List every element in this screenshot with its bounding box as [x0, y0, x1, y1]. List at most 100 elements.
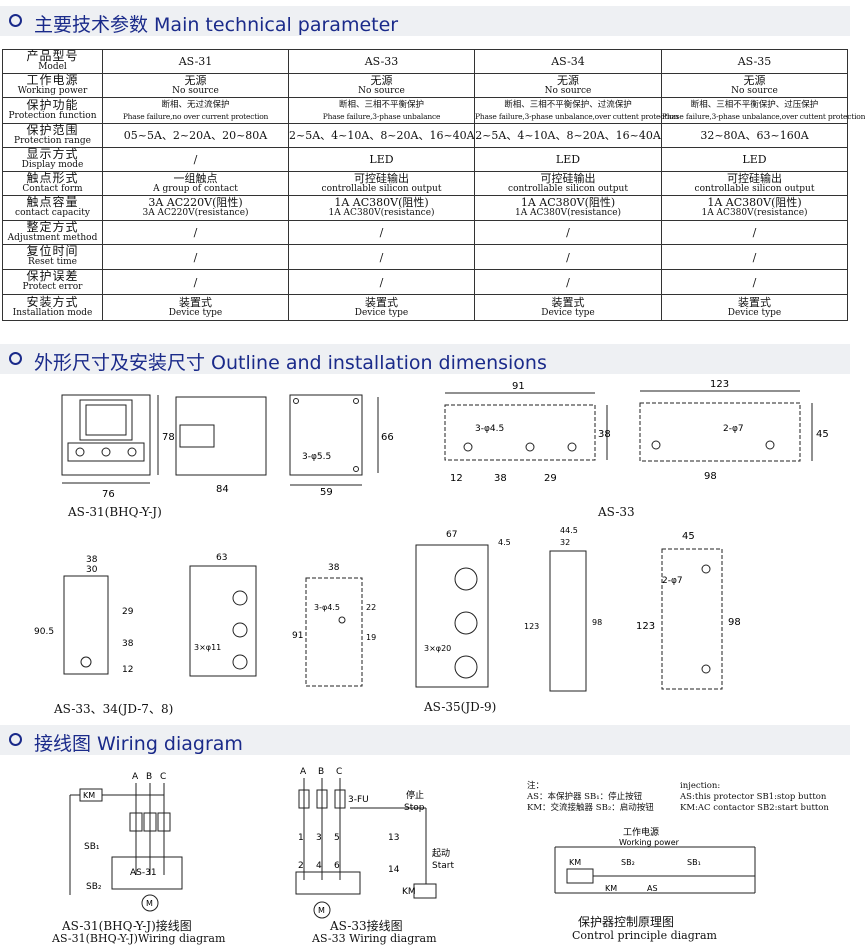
row-label-cn: 保护误差 — [26, 269, 79, 283]
cell-cn: 无源 — [184, 73, 207, 87]
row-label-en: Reset time — [28, 257, 77, 267]
sb2-label: SB₂ — [621, 858, 635, 867]
terminal-label: 14 — [388, 865, 400, 875]
phase-label: A — [300, 767, 307, 777]
section-title: 外形尺寸及安装尺寸 Outline and installation dimen… — [34, 352, 547, 374]
power-label: Working power — [619, 838, 680, 847]
cell-cn: 3A AC220V(阻性) — [148, 196, 243, 209]
dim-label: 63 — [216, 553, 227, 563]
cell-cn: 可控硅输出 — [727, 171, 782, 185]
table-cell: 32~80A、63~160A — [661, 123, 848, 148]
dim-label: 90.5 — [34, 627, 54, 637]
dim-label: 98 — [592, 618, 602, 627]
cell-cn: 断相、三相不平衡保护 — [338, 99, 424, 110]
cell-cn: / — [193, 275, 198, 289]
cell-cn: 断相、三相不平衡保护、过流保护 — [504, 99, 632, 110]
cell-cn: AS-35 — [737, 55, 772, 68]
terminal-label: 13 — [388, 833, 399, 843]
cell-cn: / — [379, 226, 384, 239]
stop-label: 停止 — [406, 789, 424, 801]
dim-label: 84 — [216, 484, 229, 495]
wiring-caption-cn: AS-31(BHQ-Y-J)接线图 — [62, 919, 192, 933]
stop-label: Stop — [404, 803, 425, 813]
dim-label: 44.5 — [560, 526, 578, 535]
cell-cn: / — [379, 250, 384, 264]
cell-cn: 1A AC380V(阻性) — [707, 196, 802, 209]
dim-label: 19 — [366, 633, 376, 642]
cell-en: A group of contact — [153, 183, 238, 194]
row-label-en: Contact form — [22, 183, 83, 194]
row-label-cn: 产品型号 — [26, 48, 79, 63]
circle-bullet-icon — [9, 352, 22, 365]
table-cell: LED — [474, 147, 662, 172]
dim-label: 67 — [446, 530, 457, 540]
phase-label: B — [146, 772, 152, 782]
table-cell: 2~5A、4~10A、8~20A、16~40A — [288, 123, 475, 148]
cell-en: No source — [731, 85, 778, 96]
cell-en: No source — [358, 85, 405, 96]
table-cell: / — [288, 244, 475, 270]
row-label-cn: 显示方式 — [26, 146, 79, 161]
dim-label: 45 — [816, 429, 829, 440]
table-cell: / — [288, 269, 475, 295]
cell-cn: / — [193, 226, 198, 239]
cell-en: Device type — [168, 307, 223, 318]
hole-label: 3-φ5.5 — [302, 452, 331, 462]
cell-en: Device type — [541, 307, 595, 318]
circle-bullet-icon — [9, 733, 22, 746]
table-cell: 1A AC380V(阻性)1A AC380V(resistance) — [474, 195, 662, 221]
dim-label: 91 — [512, 381, 525, 392]
table-cell: / — [474, 244, 662, 270]
wiring-diagram-as31: A B C KM SB₁ SB₂ AS-31 M — [69, 772, 183, 912]
km-label: KM — [402, 887, 416, 897]
row-label-cn: 复位时间 — [26, 244, 79, 258]
dim-label: 29 — [544, 473, 557, 484]
cell-en: No source — [172, 85, 219, 96]
table-cell: / — [661, 269, 848, 295]
table-cell: / — [102, 220, 289, 245]
row-label-cn: 整定方式 — [26, 219, 79, 234]
dim-label: 45 — [682, 531, 695, 542]
sb1-label: SB₁ — [687, 858, 701, 867]
table-cell: / — [661, 220, 848, 245]
as31-outline-drawing: 76 84 78 59 66 3-φ5.5 — [61, 394, 394, 500]
section-header-wiring: 接线图 Wiring diagram — [0, 725, 850, 755]
row-label-en: Protection function — [8, 110, 97, 121]
km-label: KM — [569, 858, 581, 867]
cell-cn: 1A AC380V(阻性) — [334, 196, 429, 209]
hole-label: 2-φ7 — [723, 424, 744, 434]
cell-cn: / — [193, 250, 198, 264]
table-cell: AS-34 — [474, 49, 662, 74]
table-cell: / — [102, 269, 289, 295]
cell-en: No source — [544, 85, 592, 96]
cell-cn: LED — [555, 153, 581, 166]
phase-label: B — [318, 767, 324, 777]
row-label-cn: 触点容量 — [26, 195, 79, 209]
cell-cn: 可控硅输出 — [354, 171, 409, 185]
wiring-caption-en: AS-33 Wiring diagram — [312, 932, 437, 945]
table-cell: / — [661, 244, 848, 270]
cell-cn: / — [566, 275, 570, 289]
sb1-label: SB₁ — [84, 842, 100, 852]
cell-cn: 2~5A、4~10A、8~20A、16~40A — [475, 129, 661, 142]
terminal-label: 3 — [316, 833, 322, 843]
wiring-diagram-as33: A B C 3-FU 停止 Stop 起动 Start KM 1 3 5 2 4… — [295, 767, 454, 919]
hole-label: 3-φ4.5 — [475, 424, 504, 434]
